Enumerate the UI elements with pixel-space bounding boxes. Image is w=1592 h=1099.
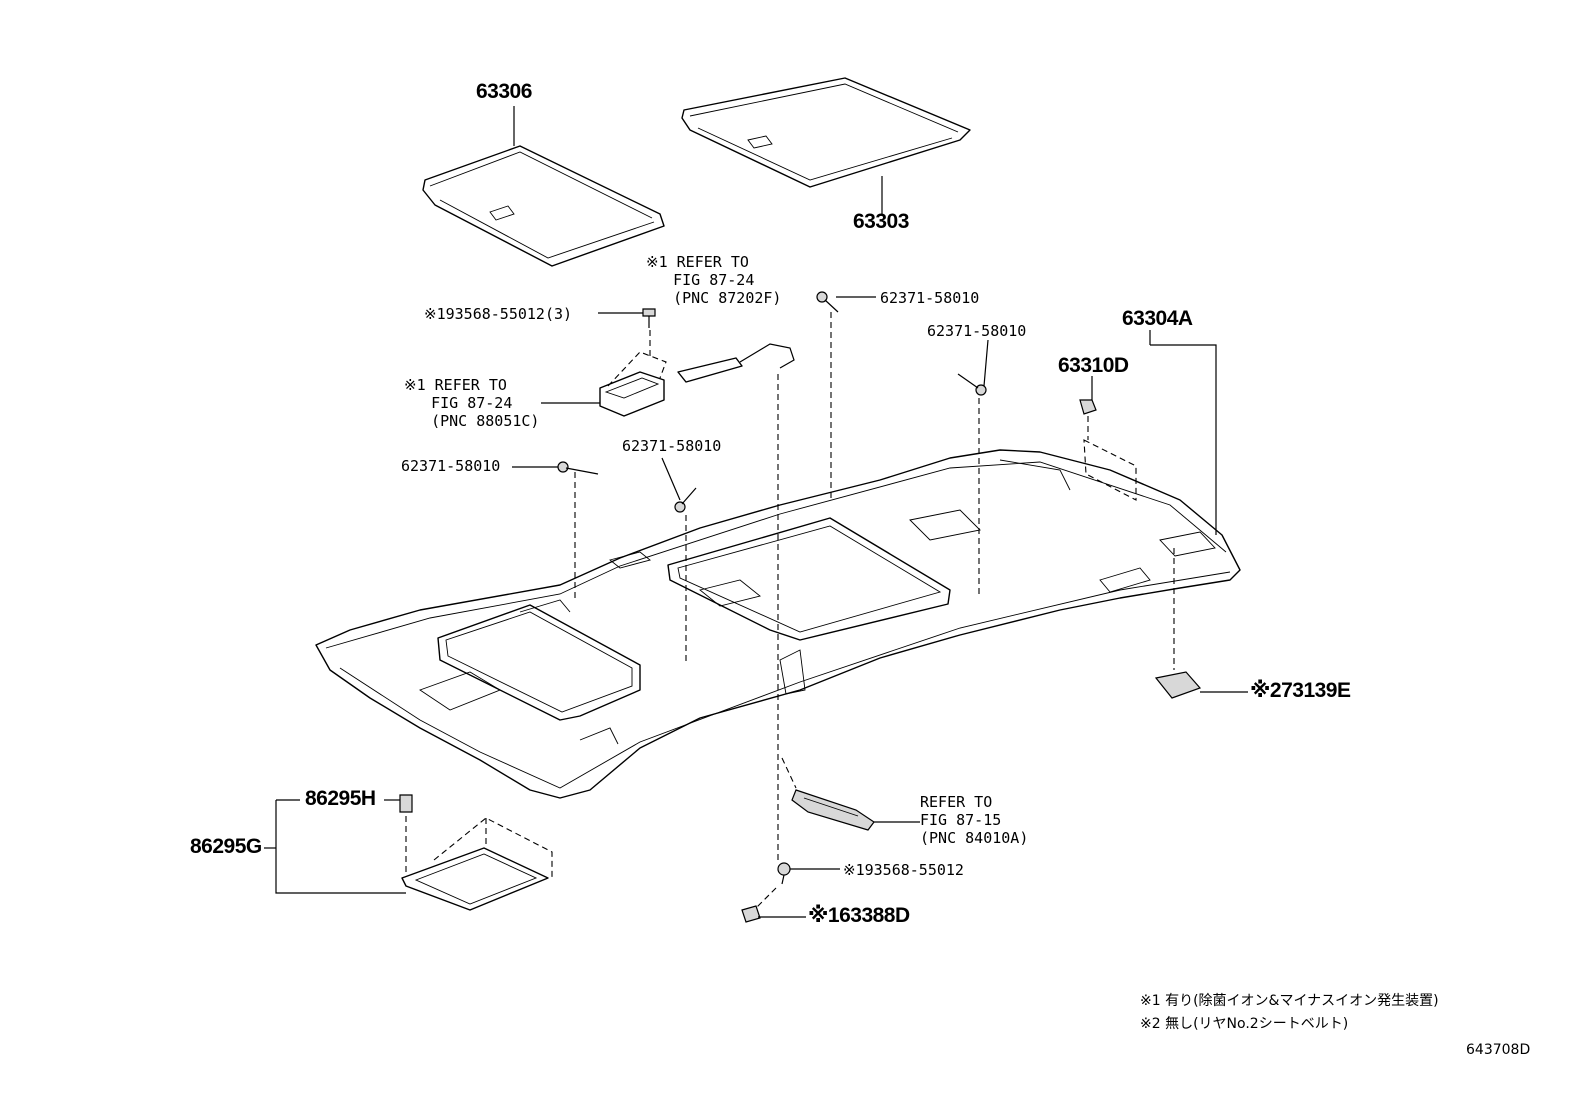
label-62371-top: 62371-58010 bbox=[880, 289, 980, 307]
label-62371-center: 62371-58010 bbox=[622, 437, 722, 455]
label-63306: 63306 bbox=[476, 80, 532, 103]
refer-fig-87-15-84010A: REFER TO FIG 87-15 (PNC 84010A) bbox=[920, 793, 1029, 847]
map-lamp-assembly bbox=[781, 757, 875, 831]
refer-fig-87-24-87202F: ※1 REFER TO FIG 87-24 (PNC 87202F) bbox=[646, 253, 782, 307]
label-63388D: ※163388D bbox=[808, 904, 910, 927]
label-86295H: 86295H bbox=[305, 787, 376, 810]
label-63303: 63303 bbox=[853, 210, 909, 233]
screw-93568 bbox=[751, 862, 791, 913]
figure-id: 643708D bbox=[1466, 1042, 1531, 1058]
clip-62371-d bbox=[957, 373, 987, 598]
label-73139E: ※273139E bbox=[1250, 679, 1351, 702]
screw-93568-3 bbox=[642, 308, 656, 360]
label-62371-right: 62371-58010 bbox=[927, 322, 1027, 340]
footnote-1: ※1 有り(除菌イオン&マイナスイオン発生装置) bbox=[1140, 993, 1439, 1009]
clip-62371-b bbox=[674, 487, 697, 664]
label-86295G: 86295G bbox=[190, 835, 262, 858]
leader-lines bbox=[264, 106, 1248, 918]
label-93568-55012-3: ※193568-55012(3) bbox=[424, 305, 573, 323]
label-63304A: 63304A bbox=[1122, 307, 1193, 330]
ion-generator-duct bbox=[677, 343, 795, 860]
label-93568-55012: ※193568-55012 bbox=[843, 861, 964, 879]
holder-73139E bbox=[1154, 548, 1202, 699]
roof-headlining-63304A bbox=[315, 449, 1241, 799]
sunshade-rear-63303 bbox=[681, 77, 971, 188]
room-lamp-86295G bbox=[399, 794, 553, 911]
footnote-2: ※2 無し(リヤNo.2シートベルト) bbox=[1140, 1016, 1349, 1032]
clip-63310D bbox=[1079, 399, 1137, 501]
refer-fig-87-24-88051C: ※1 REFER TO FIG 87-24 (PNC 88051C) bbox=[404, 376, 540, 430]
label-63310D: 63310D bbox=[1058, 354, 1129, 377]
sunshade-front-63306 bbox=[422, 145, 665, 267]
label-62371-left: 62371-58010 bbox=[401, 457, 501, 475]
clip-62371-c bbox=[816, 291, 839, 498]
bracket-63388D bbox=[741, 905, 761, 923]
ion-generator-bracket bbox=[599, 351, 667, 417]
